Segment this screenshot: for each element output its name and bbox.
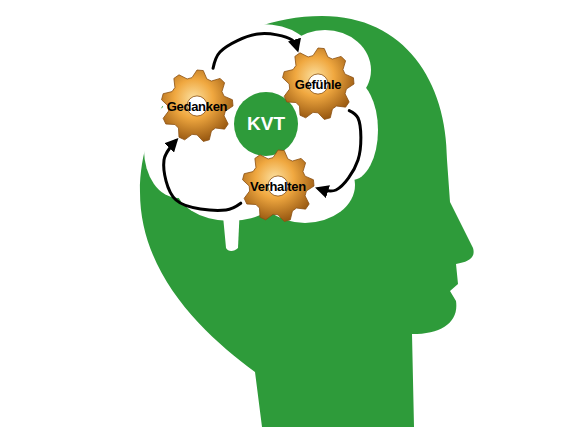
node-label: KVT <box>247 113 285 135</box>
node-label: Gedanken <box>167 99 227 114</box>
cycle-arrow <box>164 141 241 210</box>
gear-node: Verhalten <box>241 149 315 223</box>
node-label: Verhalten <box>250 179 306 194</box>
node-label: Gefühle <box>295 77 341 92</box>
gear-node: Gedanken <box>160 69 234 143</box>
gear-teeth <box>162 70 233 141</box>
gear-teeth <box>243 150 314 221</box>
gear-node: Gefühle <box>281 47 355 121</box>
cycle-arrow <box>319 111 361 191</box>
head-silhouette <box>140 16 474 427</box>
cycle-arrow <box>213 34 297 69</box>
brain-cloud <box>144 24 378 251</box>
